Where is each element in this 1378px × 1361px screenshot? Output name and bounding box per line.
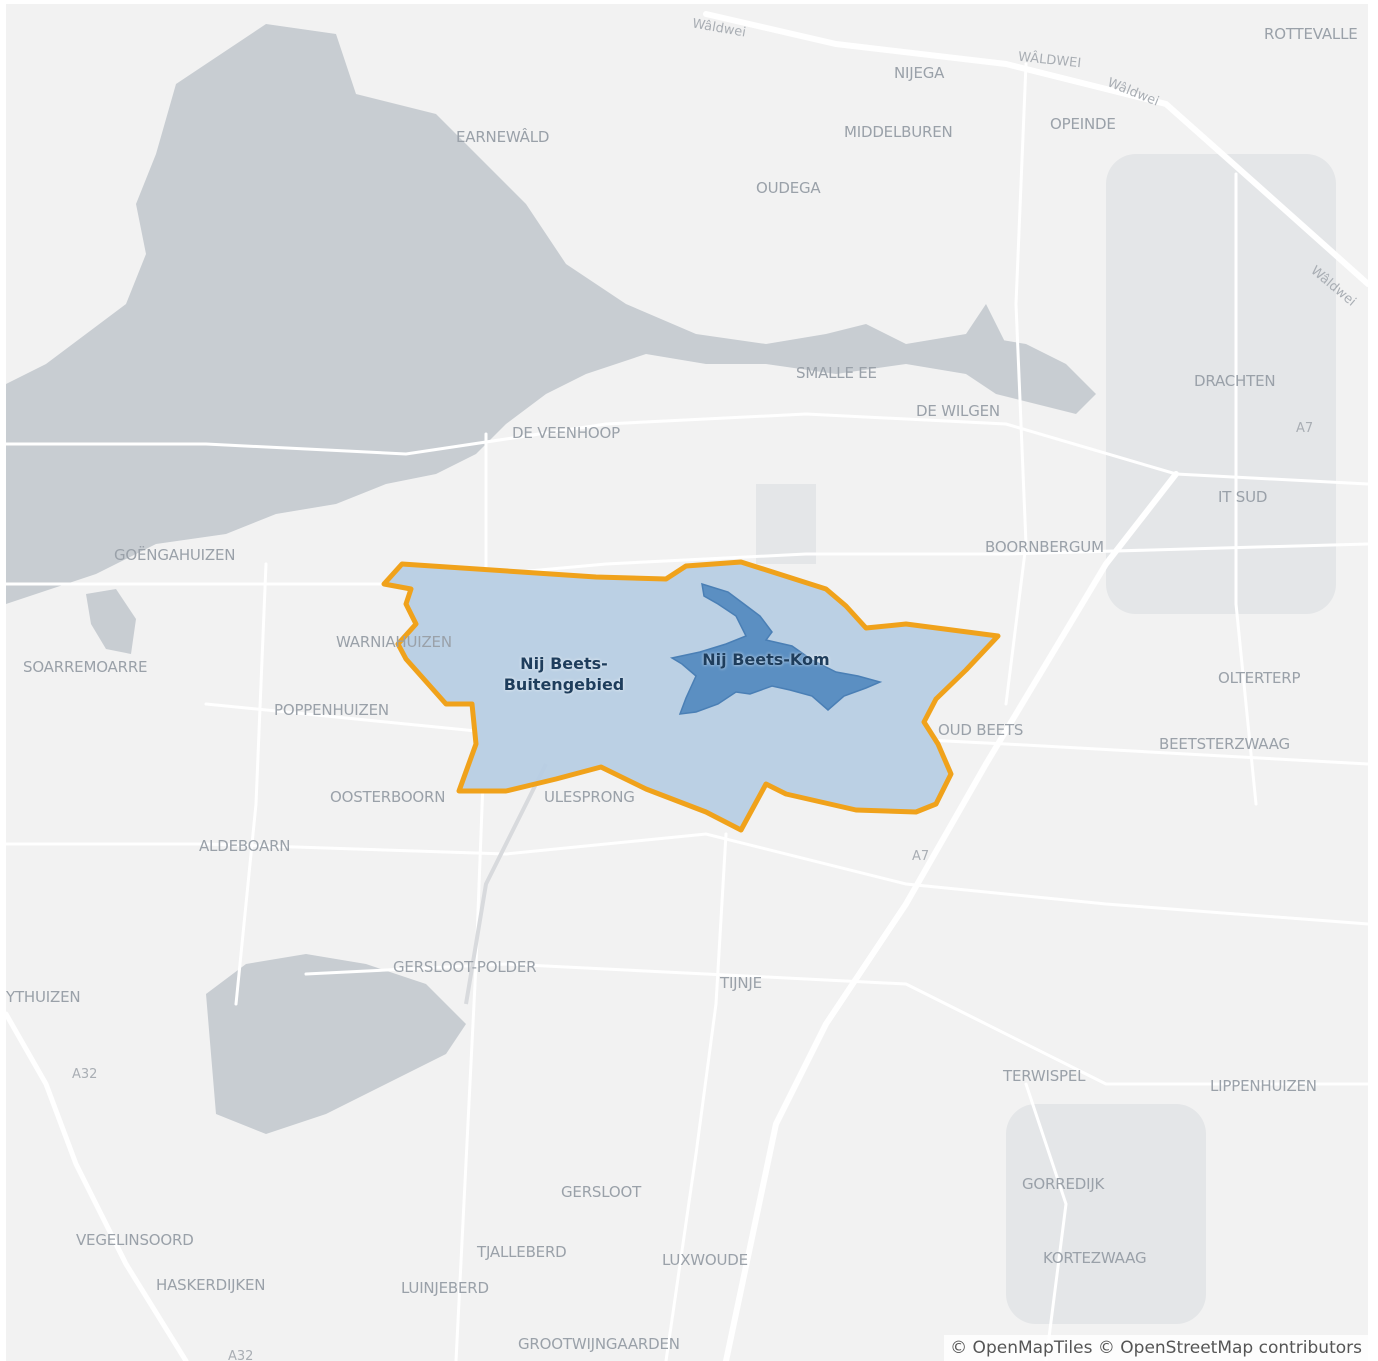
urban-gorredijk: [1006, 1104, 1206, 1324]
place-label-luinjeberd: LUINJEBERD: [401, 1279, 489, 1297]
place-label-earnewald: EARNEWÂLD: [456, 128, 550, 146]
road-drachten: [1234, 172, 1258, 806]
map-attribution: © OpenMapTiles © OpenStreetMap contribut…: [944, 1335, 1368, 1361]
place-label-vegelinsoord: VEGELINSOORD: [76, 1231, 194, 1249]
place-label-gorredijk: GORREDIJK: [1022, 1175, 1105, 1193]
place-label-kortezwaag: KORTEZWAAG: [1043, 1249, 1147, 1267]
place-label-gersloot-polder: GERSLOOT-POLDER: [393, 958, 537, 976]
place-label-goengahuizen: GOËNGAHUIZEN: [114, 546, 236, 564]
road-opeinde: [1004, 62, 1028, 706]
road-label-a7-south: A7: [912, 849, 930, 864]
urban-field: [756, 484, 816, 564]
place-label-opeinde: OPEINDE: [1050, 115, 1116, 133]
place-label-beetsterzwaag: BEETSTERZWAAG: [1159, 735, 1290, 753]
place-label-terwispel: TERWISPEL: [1003, 1067, 1086, 1085]
roads: [6, 11, 1368, 1361]
place-label-it-sud: IT SUD: [1218, 488, 1268, 506]
road-label-a32-north: A32: [72, 1067, 98, 1082]
railway: [464, 763, 548, 1005]
map-canvas[interactable]: EARNEWÂLD NIJEGA MIDDELBUREN OPEINDE OUD…: [6, 4, 1368, 1361]
place-label-tjalleberd: TJALLEBERD: [477, 1243, 567, 1261]
place-label-ythuizen: YTHUIZEN: [6, 988, 81, 1006]
road-label-a32-south: A32: [228, 1349, 254, 1361]
place-label-oudega: OUDEGA: [756, 179, 821, 197]
place-label-oud-beets: OUD BEETS: [938, 721, 1024, 739]
area-label-buitengebied: Nij Beets- Buitengebied: [503, 654, 625, 694]
road-gorredijk: [1024, 1082, 1068, 1361]
place-label-nijega: NIJEGA: [894, 64, 945, 82]
place-label-warniahuizen: WARNIAHUIZEN: [336, 633, 452, 651]
water-polder-south: [206, 954, 466, 1134]
place-label-haskerdijken: HASKERDIJKEN: [156, 1276, 266, 1294]
place-label-ulesprong: ULESPRONG: [544, 788, 635, 806]
road-waldwei: [703, 11, 1368, 287]
area-label-kom: Nij Beets-Kom: [702, 650, 830, 669]
place-label-gersloot: GERSLOOT: [561, 1183, 642, 1201]
place-label-poppenhuizen: POPPENHUIZEN: [274, 701, 389, 719]
urban-drachten: [1106, 154, 1336, 614]
place-label-de-wilgen: DE WILGEN: [916, 402, 1000, 420]
road-a32: [6, 1011, 189, 1361]
water-lake-northwest: [6, 24, 1006, 604]
place-label-boornbergum: BOORNBERGUM: [985, 538, 1104, 556]
urban-areas: [756, 154, 1336, 1324]
place-label-aldeboarn: ALDEBOARN: [199, 837, 291, 855]
area-nij-beets-kom[interactable]: [669, 582, 883, 715]
water-lake-drachten: [966, 334, 1096, 414]
road-east-west-middle: [6, 542, 1368, 586]
place-label-oosterboorn: OOSTERBOORN: [330, 788, 446, 806]
road-label-a7-north: A7: [1296, 421, 1314, 436]
water-areas: [6, 24, 1096, 1134]
place-label-soarremoarre: SOARREMOARRE: [23, 658, 148, 676]
place-label-drachten: DRACHTEN: [1194, 372, 1276, 390]
place-label-smalle-ee: SMALLE EE: [796, 364, 877, 382]
place-label-tijnje: TIJNJE: [720, 974, 762, 992]
road-east-west-north: [6, 412, 1368, 486]
road-west: [234, 562, 268, 1006]
place-label-middelburen: MIDDELBUREN: [844, 123, 953, 141]
basemap: [6, 11, 1368, 1361]
place-label-de-veenhoop: DE VEENHOOP: [512, 424, 620, 442]
place-label-luxwoude: LUXWOUDE: [662, 1251, 748, 1269]
road-a7: [723, 471, 1179, 1361]
road-tijnje: [664, 832, 728, 1361]
water-lake-small: [86, 589, 136, 654]
place-label-rottevalle: ROTTEVALLE: [1264, 25, 1358, 43]
place-label-olterterp: OLTERTERP: [1218, 669, 1301, 687]
place-label-lippenhuizen: LIPPENHUIZEN: [1210, 1077, 1317, 1095]
place-label-grootwijngaarden: GROOTWIJNGAARDEN: [518, 1335, 680, 1353]
road-east-west-south: [6, 832, 1368, 926]
